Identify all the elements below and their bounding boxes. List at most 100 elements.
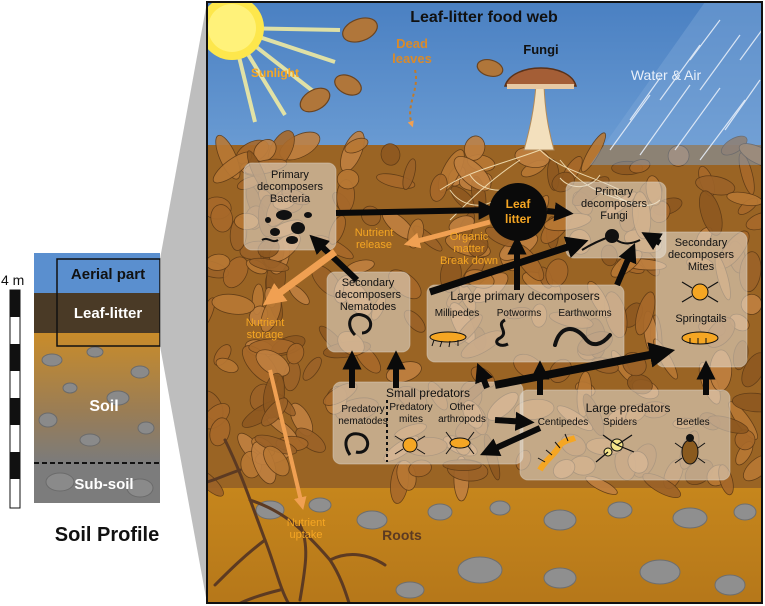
profile-layer-subsoil: Sub-soil: [74, 476, 133, 493]
litter-leaf: [207, 253, 231, 271]
falling-leaves: [299, 17, 504, 113]
secondary-mites-line-1: Secondary: [675, 237, 728, 249]
figure-title: Leaf-litter food web: [410, 9, 558, 26]
large-pred-beetles: Beetles: [676, 417, 709, 428]
organism-boxes: [243, 162, 748, 481]
scale-label: 4 m: [1, 272, 24, 288]
water-air-label: Water & Air: [631, 67, 702, 83]
profile-layer-soil: Soil: [89, 398, 118, 415]
roots-label: Roots: [382, 527, 422, 543]
leaf-litter-node: Leaf litter: [489, 183, 547, 241]
large-predators-title: Large predators: [586, 401, 671, 415]
large-primary-potworms: Potworms: [497, 308, 541, 319]
soil-stones: [255, 497, 757, 599]
earthworm-icon: [553, 327, 612, 347]
springtails-label: Springtails: [675, 313, 727, 325]
box-secondary-nematodes: [326, 271, 411, 353]
large-primary-title: Large primary decomposers: [450, 289, 599, 303]
millipede-icon: [429, 331, 467, 348]
dead-leaves-label-1: Dead: [396, 36, 428, 51]
primary-bacteria-line-3: Bacteria: [270, 193, 311, 205]
litter-leaf: [215, 357, 239, 374]
primary-bacteria-line-2: decomposers: [257, 181, 324, 193]
arrow-mites-to-fungi: [641, 232, 663, 251]
small-predators-title: Small predators: [386, 386, 470, 400]
litter-leaf: [629, 159, 651, 174]
small-pred-arthropods-2: arthropods: [438, 414, 486, 425]
profile-litter-layer: [34, 293, 160, 333]
litter-leaf: [429, 173, 448, 202]
falling-path: [407, 69, 418, 128]
potworm-icon: [495, 318, 509, 347]
centipede-icon: [537, 433, 577, 472]
organic-matter-3: Break down: [440, 255, 498, 267]
litter-leaf: [402, 158, 417, 191]
large-primary-earthworms: Earthworms: [558, 308, 611, 319]
profile-layer-aerial: Aerial part: [71, 266, 145, 283]
box-primary-bacteria: [243, 162, 337, 251]
litter-leaf: [741, 352, 762, 388]
soil-layer: [207, 488, 762, 603]
arrow-fungi-to-litter: [546, 202, 574, 222]
litter-leaf: [635, 291, 656, 336]
arrow-nutrient-uptake: [268, 369, 307, 510]
large-pred-spiders: Spiders: [603, 417, 637, 428]
arrow-bacteria-to-litter: [335, 200, 498, 220]
arrow-largepred-to-smallpred: [480, 425, 542, 456]
arrow-smallpred-to-largepred: [494, 411, 535, 431]
nutrient-release-2: release: [356, 239, 392, 251]
small-pred-nematodes-1: Predatory: [341, 404, 384, 415]
predatory-nematode-icon: [344, 432, 370, 456]
arrow-springtails-from-small: [494, 342, 676, 389]
main-panel: Leaf litter: [207, 2, 762, 603]
small-pred-nematodes-2: nematodes: [338, 416, 387, 427]
arrow-smallpred-to-largeprimary: [475, 362, 494, 390]
nematode-icon: [348, 313, 373, 337]
leaf-litter-label-1: Leaf: [506, 197, 532, 211]
primary-fungi-line-2: decomposers: [581, 198, 648, 210]
primary-fungi-line-3: Fungi: [600, 210, 628, 222]
organic-matter-2: matter: [453, 243, 485, 255]
litter-leaf: [580, 132, 607, 173]
nutrient-storage-2: storage: [247, 329, 284, 341]
fungi-label: Fungi: [523, 42, 558, 57]
fungi-icon: [581, 229, 641, 251]
litter-leaf: [734, 429, 756, 451]
nutrient-uptake-2: uptake: [289, 529, 322, 541]
soil-profile: 4 m Aerial part Leaf-litter Soil Sub-soi…: [1, 2, 207, 603]
sunlight-label: Sunlight: [251, 66, 299, 80]
secondary-nematodes-line-3: Nematodes: [340, 301, 397, 313]
secondary-nematodes-line-1: Secondary: [342, 277, 395, 289]
large-pred-centipedes: Centipedes: [538, 417, 589, 428]
nutrient-release-1: Nutrient: [355, 227, 394, 239]
secondary-mites-line-3: Mites: [688, 261, 715, 273]
mushroom-icon: [503, 67, 577, 151]
secondary-nematodes-line-2: decomposers: [335, 289, 402, 301]
primary-fungi-line-1: Primary: [595, 186, 633, 198]
litter-leaf: [211, 293, 256, 315]
litter-leaf: [249, 257, 290, 272]
spider-icon: [595, 434, 635, 463]
litter-leaf: [302, 356, 322, 381]
small-pred-mites-2: mites: [399, 414, 423, 425]
litter-leaf: [720, 135, 748, 156]
litter-leaf: [255, 349, 290, 377]
scale-bar: [9, 289, 21, 509]
litter-leaf: [695, 175, 736, 196]
dead-leaves-label-2: leaves: [392, 51, 432, 66]
nutrient-uptake-1: Nutrient: [287, 517, 326, 529]
profile-stones: [38, 346, 155, 498]
zoom-projection: [160, 2, 207, 603]
predatory-mite-icon: [394, 435, 426, 455]
litter-leaf: [380, 143, 401, 166]
bacteria-icon: [261, 210, 312, 244]
litter-leaf: [286, 342, 305, 365]
box-large-primary: [426, 284, 625, 363]
arrow-nutrient-storage: [262, 249, 338, 306]
leaf-litter-label-2: litter: [505, 212, 531, 226]
water-air-rays: [590, 2, 762, 165]
secondary-mites-line-2: decomposers: [668, 249, 735, 261]
litter-leaf: [336, 169, 360, 190]
other-arthropod-icon: [445, 431, 475, 455]
